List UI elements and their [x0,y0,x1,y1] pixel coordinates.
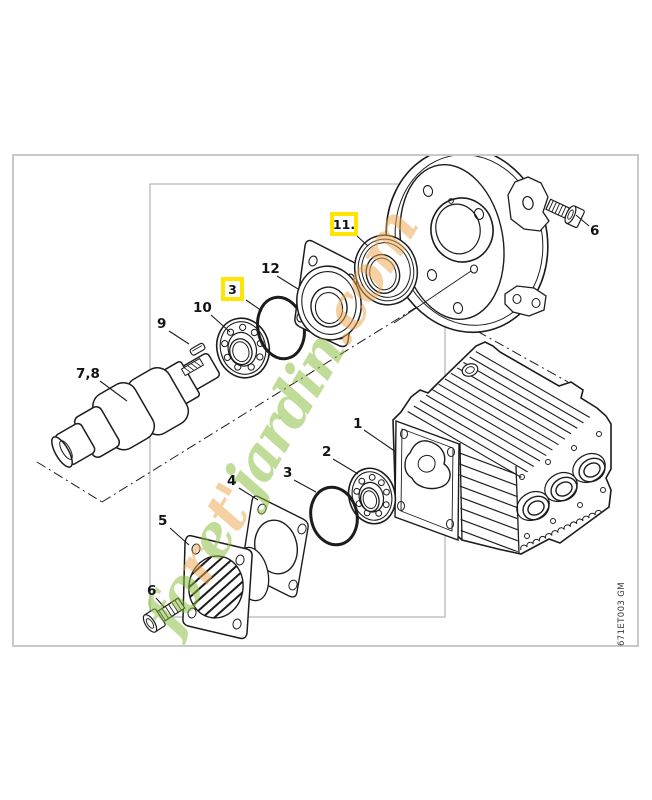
inlet-cover-5 [182,534,270,640]
screw-top [545,198,585,229]
oil-plug [461,363,479,377]
serrated-edge [520,509,603,551]
part-label-5: 5 [158,513,168,529]
part-label-3-highlighted: 3 [221,277,244,301]
part-label-3-lower: 3 [283,465,293,481]
leader-lines [99,214,590,608]
crankshaft [51,352,221,468]
part-label-7-8: 7,8 [76,366,100,382]
keyway-slot [180,357,205,377]
diagram-code: 671ET003 GM [617,581,627,646]
shaft-seal-11 [353,234,419,306]
seal-seat-hole [469,264,479,274]
part-label-6-bottom: 6 [147,583,157,599]
part-label-2: 2 [322,444,332,460]
pump-body [392,341,612,555]
bearing-cover-12 [294,239,362,348]
housing-clamp-tab [507,176,550,232]
o-ring-lower [309,485,359,547]
part-label-11-highlighted: 11. [330,212,358,236]
diagram-linework [36,156,612,640]
pump-cylinder-face [516,431,606,551]
part-label-1: 1 [353,416,363,432]
bearing-2 [347,467,397,525]
part-label-6-top: 6 [590,223,600,239]
bearing-housing [385,156,550,334]
pump-inlet-flange-face [394,420,460,541]
cooling-fins-front [459,451,518,552]
housing-lower-lug [504,285,547,317]
cooling-fins-top [407,351,591,478]
part-label-4: 4 [227,473,237,489]
part-label-12: 12 [261,261,280,277]
screw-bottom [142,597,186,633]
part-label-9: 9 [157,316,167,332]
part-label-10: 10 [193,300,212,316]
woodruff-key [189,342,206,356]
